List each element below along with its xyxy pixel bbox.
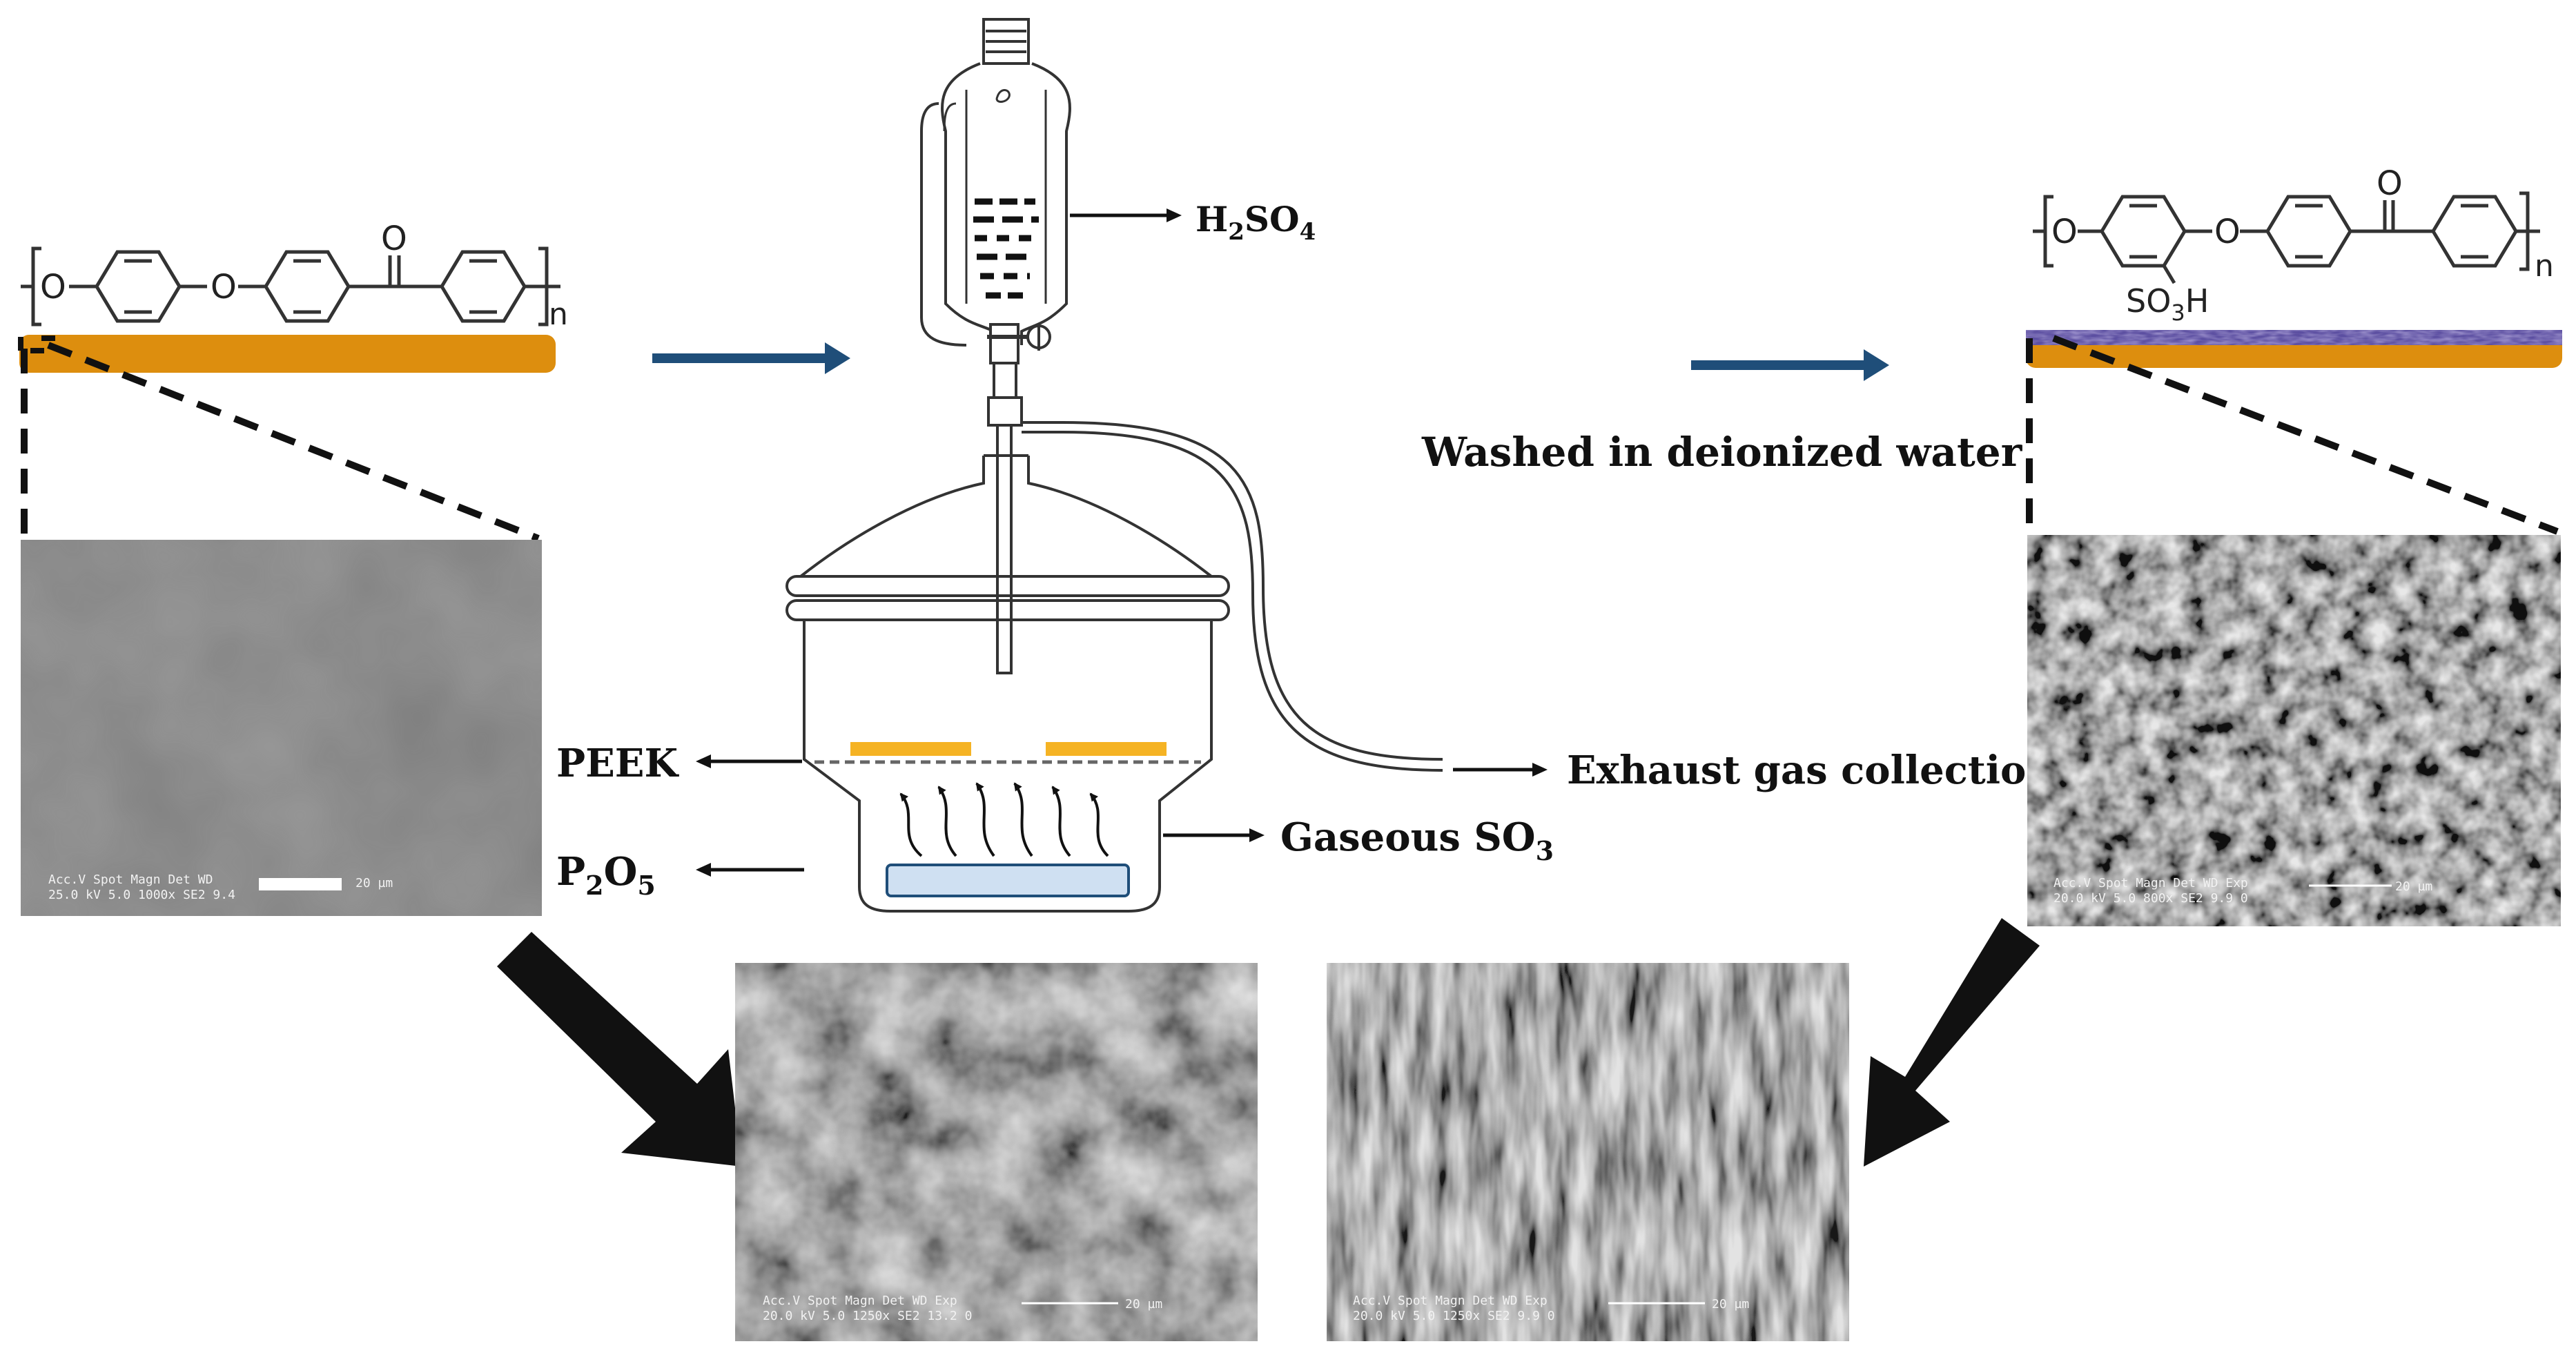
svg-text:20.0 kV 5.0 800x SE2 9.9: 20.0 kV 5.0 800x SE2 9.9 0 bbox=[2053, 891, 2248, 906]
svg-text:20 µm: 20 µm bbox=[1125, 1297, 1162, 1312]
exhaust-tube bbox=[1022, 421, 1443, 761]
peek-repeat-n: n bbox=[549, 297, 568, 332]
arrow-to-bottom-right bbox=[1864, 918, 2040, 1167]
pressure-equalizing-arm bbox=[920, 102, 967, 347]
speek-o1: O bbox=[2051, 213, 2078, 251]
svg-text:20.0 kV 5.0 1250x SE2 13.2: 20.0 kV 5.0 1250x SE2 13.2 0 bbox=[763, 1309, 972, 1323]
desiccator-rim-top bbox=[786, 575, 1230, 597]
desiccator-body bbox=[803, 620, 1213, 913]
zoom-marker-left bbox=[18, 335, 55, 353]
desiccator-lid bbox=[799, 456, 1213, 578]
svg-text:20 µm: 20 µm bbox=[2395, 879, 2432, 894]
svg-text:20 µm: 20 µm bbox=[355, 876, 393, 890]
svg-text:Acc.V Spot Magn Det WD Ex: Acc.V Spot Magn Det WD Exp bbox=[763, 1294, 957, 1308]
p2o5-pointer bbox=[696, 863, 804, 877]
zoom-line-right-b bbox=[2052, 335, 2559, 535]
arrow-to-bottom-left bbox=[497, 932, 742, 1167]
svg-text:20 µm: 20 µm bbox=[1712, 1297, 1749, 1312]
flow-arrow-right bbox=[1691, 349, 1889, 381]
svg-text:25.0 kV 5.0 1000x SE2 9.4: 25.0 kV 5.0 1000x SE2 9.4 bbox=[48, 888, 235, 902]
peek-o3: O bbox=[381, 220, 407, 258]
sulfonation-apparatus bbox=[786, 18, 1443, 913]
speek-o3: O bbox=[2377, 164, 2403, 203]
peek-sample-2 bbox=[1046, 742, 1167, 756]
exhaust-label: Exhaust gas collection bbox=[1567, 748, 2054, 793]
gaseous-so3-pointer bbox=[1163, 828, 1265, 842]
svg-text:20.0 kV 5.0 1250x SE2 9.9: 20.0 kV 5.0 1250x SE2 9.9 0 bbox=[1353, 1309, 1555, 1323]
peek-pointer bbox=[696, 754, 802, 768]
exhaust-pointer bbox=[1453, 763, 1548, 777]
peek-film bbox=[19, 335, 556, 373]
svg-text:Acc.V Spot Magn Det WD Ex: Acc.V Spot Magn Det WD Exp bbox=[2053, 876, 2248, 890]
stopper bbox=[982, 18, 1030, 65]
sem-image-untreated: Acc.V Spot Magn Det WD 25.0 kV 5.0 1000x… bbox=[21, 540, 542, 916]
peek-label: PEEK bbox=[556, 741, 679, 786]
svg-text:Acc.V Spot Magn Det WD Ex: Acc.V Spot Magn Det WD Exp bbox=[1353, 1294, 1548, 1308]
p2o5-dish bbox=[886, 864, 1130, 897]
so3-vapor-arrows bbox=[899, 782, 1109, 857]
h2so4-label: H2SO4 bbox=[1196, 199, 1316, 246]
svg-text:Acc.V Spot Magn Det WD: Acc.V Spot Magn Det WD bbox=[48, 873, 213, 887]
h2so4-pointer bbox=[1070, 208, 1182, 222]
sem-image-bottom-left: Acc.V Spot Magn Det WD Exp 20.0 kV 5.0 1… bbox=[735, 963, 1258, 1341]
sem-scalebar bbox=[259, 878, 342, 890]
sem-image-sulfonated: Acc.V Spot Magn Det WD Exp 20.0 kV 5.0 8… bbox=[2027, 535, 2561, 926]
sem-image-bottom-right: Acc.V Spot Magn Det WD Exp 20.0 kV 5.0 1… bbox=[1327, 963, 1849, 1341]
peek-o2: O bbox=[211, 268, 237, 306]
gaseous-so3-label: Gaseous SO3 bbox=[1280, 815, 1554, 866]
speek-structure: O SO3H O O n bbox=[2033, 164, 2554, 326]
flow-arrow-left bbox=[652, 342, 850, 374]
speek-repeat-n: n bbox=[2535, 248, 2554, 284]
washed-label: Washed in deionized water bbox=[1421, 429, 2023, 476]
p2o5-label: P2O5 bbox=[556, 849, 656, 901]
speek-so3h: SO3H bbox=[2126, 282, 2209, 326]
zoom-line-left-b bbox=[47, 342, 540, 542]
peek-structure: O O O n bbox=[21, 220, 568, 332]
speek-o2: O bbox=[2214, 213, 2241, 251]
peek-sample-1 bbox=[850, 742, 971, 756]
stem-tube bbox=[996, 425, 1013, 674]
peek-o1: O bbox=[40, 268, 66, 306]
desiccator-rim-bottom bbox=[786, 599, 1230, 621]
